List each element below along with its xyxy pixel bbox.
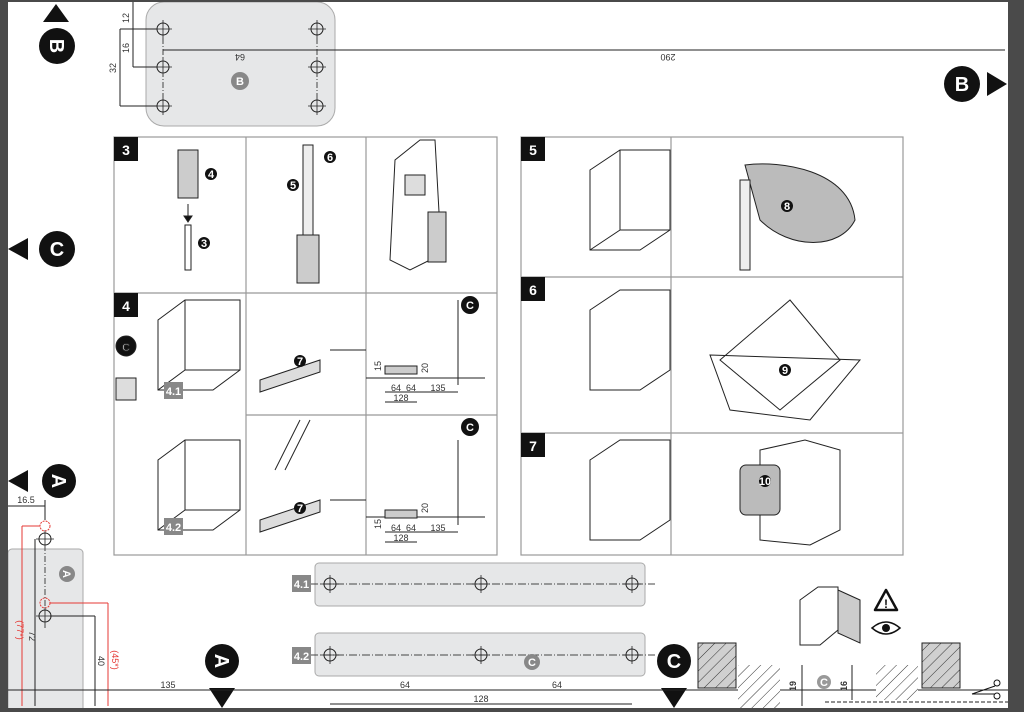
dim-40: 40 bbox=[96, 656, 106, 666]
svg-text:C: C bbox=[50, 239, 64, 261]
svg-text:8: 8 bbox=[784, 201, 790, 213]
svg-text:20: 20 bbox=[420, 503, 430, 513]
scissors-icon bbox=[971, 679, 1001, 700]
step-5-label: 5 bbox=[521, 137, 545, 161]
svg-text:64: 64 bbox=[391, 383, 401, 393]
svg-text:64: 64 bbox=[391, 523, 401, 533]
svg-text:A: A bbox=[60, 570, 72, 578]
svg-text:9: 9 bbox=[782, 365, 788, 377]
drill-plate-4-1: 4.1 bbox=[292, 562, 655, 607]
marker-c-left: C bbox=[8, 231, 75, 267]
dim-64-right: 64 bbox=[552, 680, 562, 690]
dim-32: 32 bbox=[108, 63, 118, 73]
dim-64-left: 64 bbox=[400, 680, 410, 690]
dim-64: 64 bbox=[235, 52, 245, 62]
svg-text:128: 128 bbox=[393, 533, 408, 543]
svg-text:5: 5 bbox=[529, 142, 537, 158]
detail-dimensions-4-1 bbox=[366, 296, 485, 403]
svg-text:B: B bbox=[955, 74, 969, 96]
svg-text:4.2: 4.2 bbox=[294, 651, 309, 663]
instruction-page: 12 16 32 64 290 B B B C A A C bbox=[8, 2, 1008, 708]
svg-text:6: 6 bbox=[529, 282, 537, 298]
svg-text:C: C bbox=[667, 651, 681, 673]
svg-text:C: C bbox=[466, 300, 474, 312]
step-3-callouts: 4 3 6 5 bbox=[198, 151, 336, 250]
marker-c-bottom: C bbox=[657, 644, 691, 708]
marker-b-right: B bbox=[944, 66, 1007, 102]
dim-45: (45*) bbox=[110, 650, 120, 670]
mounting-plate-a: A 16.5 (77*) 72 40 (45*) 135 bbox=[8, 495, 1008, 708]
svg-text:B: B bbox=[45, 39, 67, 53]
svg-text:C: C bbox=[466, 422, 474, 434]
step-4-callouts: 4.1 4.2 7 7 bbox=[164, 355, 306, 535]
svg-text:6: 6 bbox=[327, 152, 333, 164]
dim-16-5: 16.5 bbox=[17, 495, 35, 505]
step-4-drawings: C bbox=[115, 299, 366, 533]
marker-b-top: B bbox=[39, 4, 75, 64]
dim-16: 16 bbox=[121, 43, 131, 53]
svg-text:7: 7 bbox=[529, 438, 537, 454]
eye-icon bbox=[870, 621, 902, 635]
dim-19: 19 bbox=[788, 681, 798, 691]
marker-b-small: B bbox=[236, 76, 244, 88]
step-3-drawings bbox=[177, 139, 447, 284]
svg-text:C: C bbox=[122, 342, 130, 354]
mounting-plate-b: 12 16 32 64 290 B bbox=[108, 2, 1005, 127]
svg-text:3: 3 bbox=[201, 238, 207, 250]
steps-5-7-drawings bbox=[589, 149, 862, 546]
svg-text:135: 135 bbox=[430, 383, 445, 393]
step-6-label: 6 bbox=[521, 277, 545, 301]
dim-128: 128 bbox=[473, 694, 488, 704]
svg-text:!: ! bbox=[884, 597, 888, 611]
marker-a-left: A bbox=[8, 464, 76, 498]
dim-72: 72 bbox=[27, 631, 37, 641]
dim-77: (77*) bbox=[15, 620, 25, 640]
svg-text:10: 10 bbox=[759, 476, 771, 488]
svg-text:64: 64 bbox=[406, 383, 416, 393]
step-4-label: 4 bbox=[114, 293, 138, 317]
svg-text:5: 5 bbox=[290, 180, 296, 192]
detail-dimensions-4-2 bbox=[366, 418, 485, 543]
steps-3-4-panel bbox=[113, 136, 498, 556]
svg-text:4.1: 4.1 bbox=[294, 579, 309, 591]
svg-text:7: 7 bbox=[297, 356, 303, 368]
svg-text:128: 128 bbox=[393, 393, 408, 403]
svg-text:7: 7 bbox=[297, 503, 303, 515]
svg-text:4: 4 bbox=[122, 298, 130, 314]
svg-text:15: 15 bbox=[373, 361, 383, 371]
dim-12: 12 bbox=[121, 13, 131, 23]
svg-text:3: 3 bbox=[122, 142, 130, 158]
drill-plate-4-2: 4.2 C bbox=[292, 632, 655, 705]
svg-text:135: 135 bbox=[430, 523, 445, 533]
svg-text:C: C bbox=[528, 657, 536, 669]
dim-135: 135 bbox=[160, 680, 175, 690]
svg-text:4: 4 bbox=[208, 169, 215, 181]
steps-5-7-panel bbox=[520, 136, 904, 556]
svg-text:C: C bbox=[820, 677, 828, 689]
cabinet-section-drawing bbox=[697, 586, 1008, 708]
marker-a-bottom: A bbox=[205, 644, 239, 708]
callout-4-2: 4.2 bbox=[166, 522, 181, 534]
svg-text:15: 15 bbox=[373, 519, 383, 529]
svg-text:A: A bbox=[47, 474, 69, 488]
svg-text:20: 20 bbox=[420, 363, 430, 373]
dim-16-section: 16 bbox=[839, 681, 849, 691]
callout-4-1: 4.1 bbox=[166, 386, 181, 398]
svg-text:A: A bbox=[210, 654, 232, 668]
assembly-drawing: 12 16 32 64 290 B B B C A A C bbox=[8, 2, 1008, 708]
dim-290: 290 bbox=[660, 52, 675, 62]
step-3-label: 3 bbox=[114, 137, 138, 161]
step-7-label: 7 bbox=[521, 433, 545, 457]
svg-text:64: 64 bbox=[406, 523, 416, 533]
steps-5-7-callouts: 8 9 10 bbox=[759, 200, 793, 488]
warning-icon: ! bbox=[873, 588, 899, 612]
